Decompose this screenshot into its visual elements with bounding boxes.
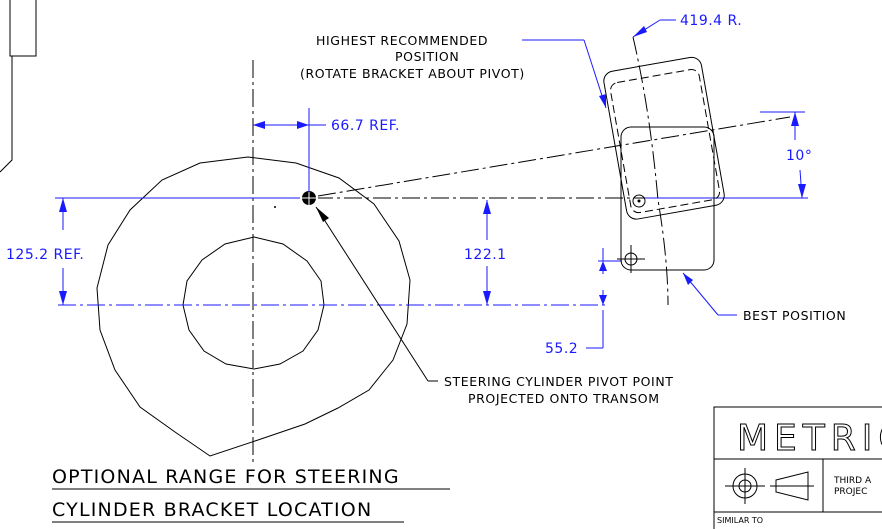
highest-note-line1: HIGHEST RECOMMENDED (316, 33, 488, 48)
title-block (713, 406, 882, 529)
radius-leader (632, 19, 676, 38)
angle-dimension-label: 10° (786, 148, 812, 164)
best-position-bracket (617, 126, 715, 273)
pivot-point-leader (315, 206, 438, 382)
inner-hub-outline (182, 236, 325, 370)
height-dimension (483, 200, 491, 305)
angle-dimension (791, 112, 806, 199)
highest-position-leader (522, 39, 607, 109)
best-position-note: BEST POSITION (743, 308, 846, 323)
pivot-note-line1: STEERING CYLINDER PIVOT POINT (444, 374, 674, 389)
drawing-title-line2: CYLINDER BRACKET LOCATION (52, 499, 372, 521)
lower-dimension-label: 55.2 (545, 341, 578, 357)
projection-label-line2: PROJEC (834, 487, 867, 497)
height-ref-dimension (59, 198, 67, 305)
left-edge-frame (0, 0, 37, 173)
highest-position-bracket (603, 56, 725, 220)
pivot-note-line2: PROJECTED ONTO TRANSOM (468, 391, 660, 406)
pivot-point-icon (300, 190, 318, 206)
small-reference-dot (274, 206, 276, 208)
highest-note-line2: POSITION (395, 49, 459, 64)
height-dimension-label: 122.1 (464, 247, 507, 263)
radius-arc (632, 36, 669, 306)
lower-dimension (586, 248, 622, 349)
third-angle-projection-icon (725, 468, 814, 504)
best-position-leader (682, 272, 737, 316)
similar-to-label: SIMILAR TO (717, 516, 763, 525)
rotated-centerline (317, 116, 791, 197)
outer-hub-outline (96, 156, 411, 457)
offset-dimension (253, 108, 326, 192)
height-ref-dimension-label: 125.2 REF. (6, 247, 84, 263)
drawing-title-line1: OPTIONAL RANGE FOR STEERING (52, 466, 400, 488)
offset-dimension-label: 66.7 REF. (331, 118, 400, 134)
radius-dimension-label: 419.4 R. (680, 13, 742, 29)
projection-label-line1: THIRD A (833, 476, 872, 486)
highest-note-line3: (ROTATE BRACKET ABOUT PIVOT) (300, 66, 525, 81)
units-label: METRIC (737, 418, 882, 459)
